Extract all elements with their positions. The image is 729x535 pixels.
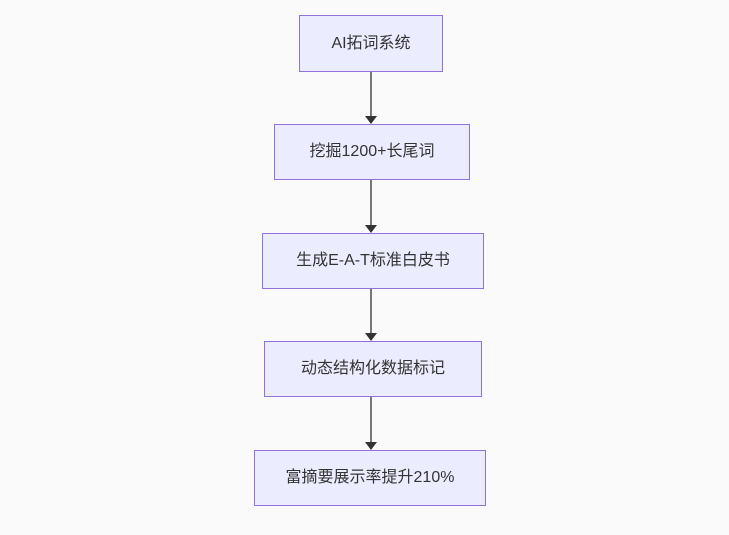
arrow-line [370,289,372,334]
flow-node-mine-longtail-keywords: 挖掘1200+长尾词 [274,124,470,180]
flow-node-label: 挖掘1200+长尾词 [309,143,435,161]
flow-node-ai-word-expansion-system: AI拓词系统 [299,15,443,72]
flow-node-label: 富摘要展示率提升210% [285,469,455,487]
arrow-down-icon [365,289,377,341]
arrowhead-icon [365,333,377,341]
arrow-line [370,180,372,226]
flow-node-label: 生成E-A-T标准白皮书 [296,252,450,270]
arrow-down-icon [365,180,377,233]
flow-node-rich-snippet-rate-increase: 富摘要展示率提升210% [254,450,486,506]
flow-node-dynamic-structured-data-markup: 动态结构化数据标记 [264,341,482,397]
arrow-line [370,72,372,117]
arrowhead-icon [365,225,377,233]
flow-node-generate-eat-whitepaper: 生成E-A-T标准白皮书 [262,233,484,289]
flow-node-label: 动态结构化数据标记 [300,360,445,378]
arrow-line [370,397,372,443]
arrow-down-icon [365,397,377,450]
flow-node-label: AI拓词系统 [331,34,411,52]
arrow-down-icon [365,72,377,124]
arrowhead-icon [365,442,377,450]
arrowhead-icon [365,116,377,124]
